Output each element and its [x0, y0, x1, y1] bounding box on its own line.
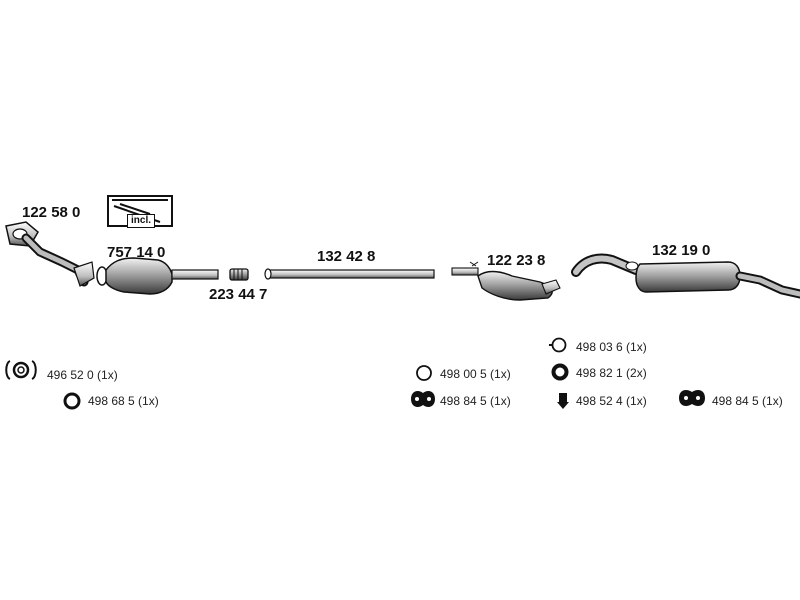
middle-pipe-drawing[interactable]	[264, 268, 435, 280]
part-number-catalyst[interactable]: 757 14 0	[107, 244, 166, 261]
part-number-center-muffler[interactable]: 122 23 8	[487, 252, 546, 269]
catalyst-drawing[interactable]	[96, 257, 219, 295]
accessory-label[interactable]: 498 84 5 (1x)	[712, 394, 783, 408]
accessory-label[interactable]: 496 52 0 (1x)	[47, 368, 118, 382]
accessory-label[interactable]: 498 84 5 (1x)	[440, 394, 511, 408]
part-number-front-pipe[interactable]: 122 58 0	[22, 204, 81, 221]
accessory-label[interactable]: 498 52 4 (1x)	[576, 394, 647, 408]
front-pipe-drawing[interactable]	[5, 221, 95, 287]
gasket-set-icon	[5, 360, 37, 380]
rubber-mount-icon	[411, 391, 435, 407]
rear-muffler-drawing[interactable]	[571, 253, 800, 299]
rubber-mount-icon	[679, 390, 705, 406]
ring-icon	[551, 363, 569, 381]
accessory-label[interactable]: 498 82 1 (2x)	[576, 366, 647, 380]
kit-box-drawing	[107, 195, 173, 227]
part-number-middle-pipe[interactable]: 132 42 8	[317, 248, 376, 265]
kit-included-badge: incl.	[127, 214, 156, 228]
clip-ring-icon	[549, 337, 567, 353]
accessory-label[interactable]: 498 00 5 (1x)	[440, 367, 511, 381]
ring-icon	[63, 392, 81, 410]
accessory-label[interactable]: 498 68 5 (1x)	[88, 394, 159, 408]
part-number-clamp[interactable]: 223 44 7	[209, 286, 268, 303]
center-muffler-drawing[interactable]	[451, 261, 561, 301]
clamp-drawing[interactable]	[229, 268, 249, 281]
ring-icon	[416, 365, 432, 381]
bolt-icon	[557, 393, 569, 409]
accessory-label[interactable]: 498 03 6 (1x)	[576, 340, 647, 354]
part-number-rear-muffler[interactable]: 132 19 0	[652, 242, 711, 259]
